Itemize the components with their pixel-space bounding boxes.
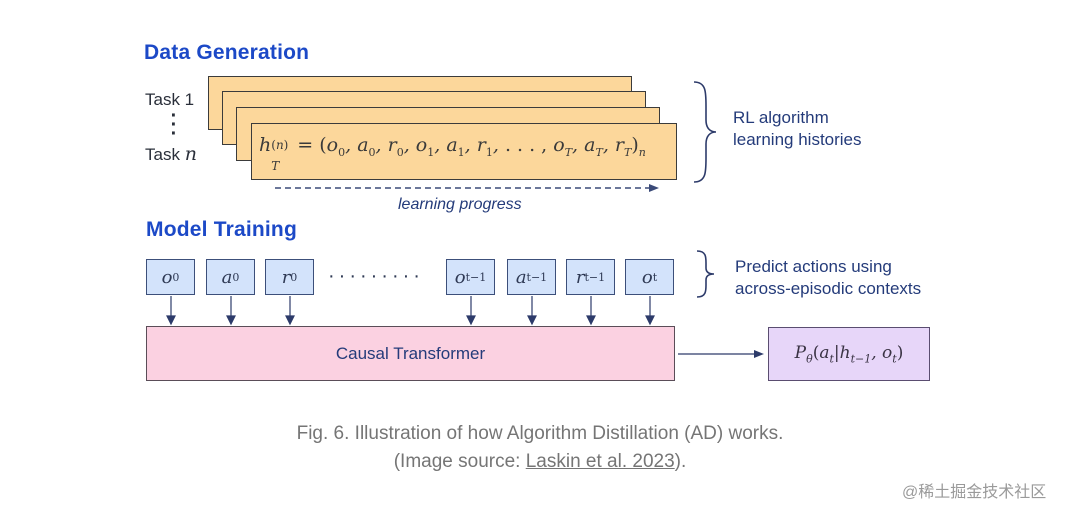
history-formula: h(n)T = (o0, a0, r0, o1, a1, r1, . . . ,… — [259, 134, 646, 173]
watermark: @稀土掘金技术社区 — [902, 484, 1047, 501]
token-ellipsis: ········· — [328, 265, 424, 287]
vertical-ellipsis: ··· — [170, 105, 178, 145]
learning-progress-label: learning progress — [398, 196, 522, 213]
brace-data-generation-icon — [693, 81, 717, 183]
laskin-link[interactable]: Laskin et al. 2023 — [525, 451, 675, 472]
history-card-front — [251, 123, 677, 180]
token-arrows-icon — [166, 296, 655, 326]
prediction-output-box: Pθ(at|ht−1, ot) — [768, 327, 930, 381]
causal-transformer-box: Causal Transformer — [146, 326, 675, 381]
data-generation-note: RL algorithm learning histories — [733, 108, 862, 149]
brace-model-training-icon — [696, 250, 715, 298]
model-training-note: Predict actions using across-episodic co… — [735, 257, 922, 298]
task-last-label: Task n — [145, 143, 197, 165]
transformer-output-arrow-icon — [678, 350, 764, 358]
figure-caption-line1: Fig. 6. Illustration of how Algorithm Di… — [296, 423, 784, 444]
learning-progress-arrow-icon — [275, 184, 659, 192]
model-training-title: Model Training — [146, 218, 297, 241]
data-generation-title: Data Generation — [144, 41, 310, 64]
task-first-label: Task 1 — [145, 90, 195, 109]
figure-caption-line2: (Image source: Laskin et al. 2023). — [393, 451, 687, 472]
